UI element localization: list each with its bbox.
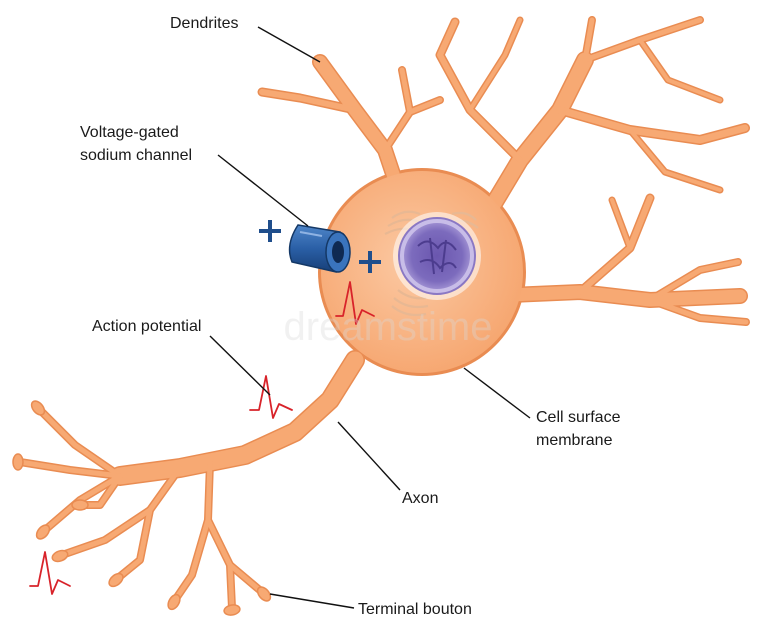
bouton [30,400,46,416]
action-potential-leader [209,335,271,396]
terminal-bouton-label: Terminal bouton [358,601,472,618]
nucleus [393,212,481,300]
axon-label: Axon [402,490,438,507]
bouton [167,593,181,611]
channel-label-line1: Voltage-gated [80,124,179,141]
dendrites-leader [257,26,321,63]
bouton [35,524,51,540]
golgi-apparatus [384,210,479,317]
action-potential-spike-icon [335,281,375,325]
membrane-label-line1: Cell surface [536,409,621,426]
bouton [12,453,24,471]
bouton [256,586,272,602]
positive-charge-icon [259,220,281,242]
bouton [71,499,89,511]
terminal-boutons [12,400,272,616]
terminal-bouton-leader [269,593,355,609]
positive-charge-icon [359,251,381,273]
channel-label-line2: sodium channel [80,147,192,164]
bouton [51,549,69,563]
bouton [108,572,124,588]
dendrites-label: Dendrites [170,15,238,32]
action-potential-spike-icon [29,551,71,595]
channel-leader [217,154,309,227]
membrane-leader [463,367,531,419]
axon-leader [337,421,401,491]
neuron-body [17,17,749,611]
watermark: dreamstime [284,305,493,349]
action-potential-label: Action potential [92,318,201,335]
action-potential-spike-icon [249,375,293,419]
bouton [223,604,241,616]
leader-lines [209,26,531,609]
sodium-channel [288,224,351,273]
membrane-label-line2: membrane [536,432,613,449]
